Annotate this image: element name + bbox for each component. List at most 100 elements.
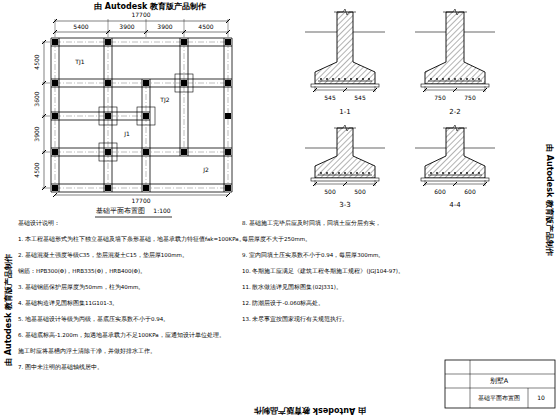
rebar-line (428, 81, 482, 82)
rebar-dot (436, 172, 438, 174)
ground-line (415, 148, 446, 149)
rebar-dot (356, 78, 358, 80)
dimension: 4500 (198, 24, 213, 30)
extension-line (42, 188, 50, 189)
dimension: 500 (354, 189, 365, 195)
axis-line (184, 42, 185, 152)
dimension: 5400 (73, 24, 88, 30)
column (143, 80, 149, 86)
rebar-dot (338, 78, 340, 80)
rebar-dot (332, 78, 334, 80)
footing-outline (425, 128, 485, 178)
column (225, 80, 231, 86)
dimension-tick (343, 88, 347, 92)
note-text: 2. 基础混凝土强度等级C35，垫层混凝土C15，垫层厚100mm。 (18, 253, 188, 259)
pad-footing (99, 143, 117, 161)
column (105, 80, 111, 86)
dimension-line (184, 32, 228, 33)
rebar-dot (454, 78, 456, 80)
rebar-line (428, 175, 482, 176)
extension-line (55, 19, 56, 37)
strip-footing-edge (51, 192, 232, 193)
dimensions (42, 19, 230, 217)
title-block-text: 基础平面布置图 (478, 395, 520, 401)
rebar-dot (338, 172, 340, 174)
axis-line (55, 116, 146, 117)
strip-footing-edge (51, 38, 232, 39)
title-block-text: 10 (537, 395, 545, 401)
axis-line (146, 83, 147, 188)
note-text: 5. 地基基础设计等级为丙级，基底压实系数不小于0.94。 (18, 317, 169, 323)
dimension-tick (453, 88, 457, 92)
extension-line (42, 83, 50, 84)
column (181, 39, 187, 45)
pad-footing (99, 107, 117, 125)
column (225, 113, 231, 119)
strip-footing-edge (51, 38, 52, 192)
ground-line (415, 32, 446, 33)
dimension: 17700 (131, 12, 150, 18)
title-block-frame (445, 360, 555, 408)
dimension: 4500 (34, 162, 40, 177)
rebar-dot (326, 172, 328, 174)
rebar-dot (448, 78, 450, 80)
bedding-layer (311, 178, 379, 181)
extension-line (375, 180, 376, 186)
dimension-line (55, 195, 228, 196)
title-block (445, 360, 555, 408)
dimension-line (108, 32, 146, 33)
strip-footing-edge (142, 79, 143, 192)
rebar-dot (430, 78, 432, 80)
section-mark: 3-3 (338, 202, 351, 209)
axis-line (55, 188, 228, 189)
column (143, 113, 149, 119)
pad-footing (175, 74, 193, 92)
pad-footing (137, 107, 155, 125)
title-block-rule (445, 374, 555, 375)
dimension: 600 (434, 189, 445, 195)
note-text: 11. 散水做法详见国标图集(02J331)。 (242, 285, 342, 291)
extension-line (315, 86, 316, 92)
rebar-dot (320, 172, 322, 174)
dimension-line (44, 152, 45, 188)
strip-footing-edge (51, 184, 232, 185)
title-block-rule (470, 360, 471, 408)
watermark: 由 Autodesk 教育版产品制作 (5, 254, 13, 366)
bedding-layer (421, 84, 489, 87)
dimension: 600 (464, 189, 475, 195)
note-text: 6. 基础底标高-1.200m，如遇地基承载力不足100KPa，应通知设计单位处… (18, 333, 225, 339)
note-text: 施工时应将基槽内浮土清除干净，并做好排水工作。 (18, 349, 156, 355)
strip-footing-edge (104, 38, 105, 192)
rebar-dot (442, 78, 444, 80)
column (181, 149, 187, 155)
title-block-rule (528, 388, 529, 408)
ground-line (464, 148, 495, 149)
ground-line (353, 148, 385, 149)
column (105, 185, 111, 191)
strip-footing-edge (180, 38, 181, 156)
footing-tag: J2 (203, 167, 209, 173)
extension-line (485, 86, 486, 92)
column (105, 113, 111, 119)
note-text: 10. 冬期施工应满足《建筑工程冬期施工规程》(JGJ104-97)。 (242, 269, 404, 275)
drawing-caption: 基础平面布置图 (95, 208, 146, 215)
dimension-line (146, 32, 184, 33)
rebar-dot (362, 172, 364, 174)
rebar-dot (460, 78, 462, 80)
break-line (334, 9, 356, 15)
column (52, 113, 58, 119)
title-block-rule (445, 388, 555, 389)
dimension: 750 (434, 95, 445, 101)
column (52, 149, 58, 155)
column (105, 149, 111, 155)
caption-underline (95, 217, 172, 218)
dimension-tick (53, 193, 57, 197)
rebar-dot (436, 78, 438, 80)
dimension: 17700 (131, 198, 150, 204)
dimension: 3600 (34, 91, 40, 106)
strip-footing-edge (51, 87, 232, 88)
rebar-dot (344, 172, 346, 174)
note-text: 12. 防潮层设于-0.060标高处。 (242, 301, 324, 307)
strip-footing-edge (51, 120, 150, 121)
strip-footing-edge (59, 38, 60, 192)
